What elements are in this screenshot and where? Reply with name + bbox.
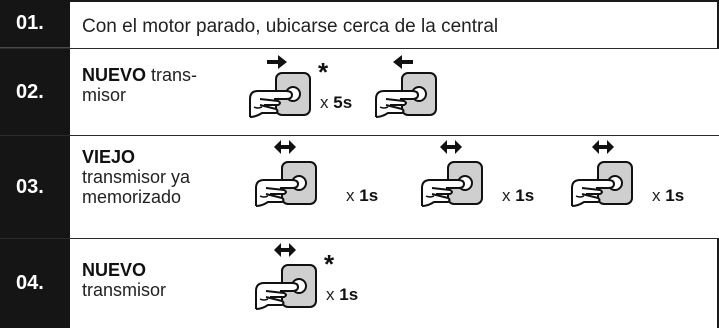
step-description: VIEJO transmisor ya memorizado [82,147,190,207]
step-label-bold: NUEVO [82,65,147,85]
step-content: VIEJO transmisor ya memorizado x 1s [70,136,719,238]
step-label-rest: trans- [146,65,198,85]
star-mark: * [324,249,335,279]
step-number: 04. [0,239,70,328]
step-content: NUEVO transmisor * x 1s [70,239,719,328]
step-text: Con el motor parado, ubicarse cerca de l… [82,16,499,37]
remote-hand-icon [255,161,317,207]
star-mark: * [318,57,329,87]
step-label-bold: VIEJO [82,147,136,167]
step-row-01: 01. Con el motor parado, ubicarse cerca … [0,0,719,49]
step-number: 02. [0,49,70,135]
step-description: NUEVO trans- misor [82,65,197,105]
arrow-left-icon [393,55,413,69]
press-count: x 5s [320,93,353,112]
step-number: 03. [0,136,70,238]
step-label-line2: transmisor ya [82,167,191,187]
remote-hand-icon [421,161,483,207]
remote-hand-icon [571,161,633,207]
arrow-right-icon [267,55,287,69]
arrow-both-icon [592,140,614,154]
arrow-both-icon [274,140,296,154]
step-description: NUEVO transmisor [82,260,166,300]
arrow-both-icon [440,140,462,154]
step-row-04: 04. NUEVO transmisor * x 1s [0,239,719,328]
step-label-line2: misor [82,85,126,105]
arrow-both-icon [274,243,296,257]
remote-hand-icon [255,264,317,310]
step-content: Con el motor parado, ubicarse cerca de l… [70,0,719,48]
step-label-line2: transmisor [82,280,167,300]
step-content: NUEVO trans- misor * x 5s [70,49,719,135]
remote-hand-icon [249,72,311,118]
step-number: 01. [0,0,70,48]
step-label-line3: memorizado [82,187,182,207]
step-label-bold: NUEVO [82,260,147,280]
press-count: x 1s [346,186,379,205]
remote-hand-icon [375,72,437,118]
step-row-03: 03. VIEJO transmisor ya memorizado x 1s [0,136,719,239]
press-count: x 1s [326,285,359,304]
press-count: x 1s [502,186,535,205]
step-row-02: 02. NUEVO trans- misor * x 5s [0,49,719,136]
press-count: x 1s [652,186,685,205]
